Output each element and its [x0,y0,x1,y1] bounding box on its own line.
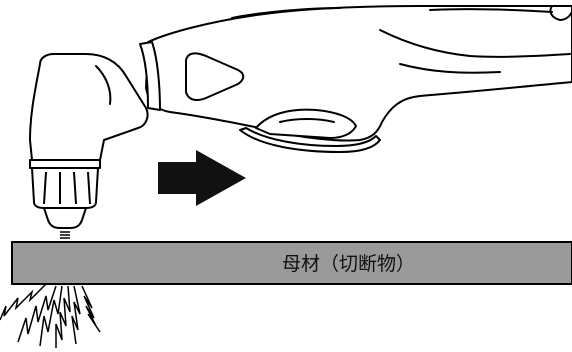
torch-top-contour [231,7,341,19]
workpiece-plate [11,241,572,285]
cutting-sparks [0,283,101,348]
torch-head [29,53,149,161]
torch-shield-cup [29,159,101,209]
torch-handle [139,5,572,142]
torch-grip-line-2 [399,63,501,74]
torch-top-contour-2 [429,8,553,13]
plasma-arc [60,231,70,239]
torch-collar [139,41,161,111]
torch-knob [549,5,572,21]
torch-grip-line [379,29,571,58]
torch-nozzle-tip [43,207,87,229]
workpiece-label: 母材（切断物） [282,253,415,275]
torch-thumb-button [185,52,245,101]
cutting-direction-arrow [158,150,246,206]
torch-trigger [255,108,357,139]
torch-trigger-guard [239,127,381,153]
